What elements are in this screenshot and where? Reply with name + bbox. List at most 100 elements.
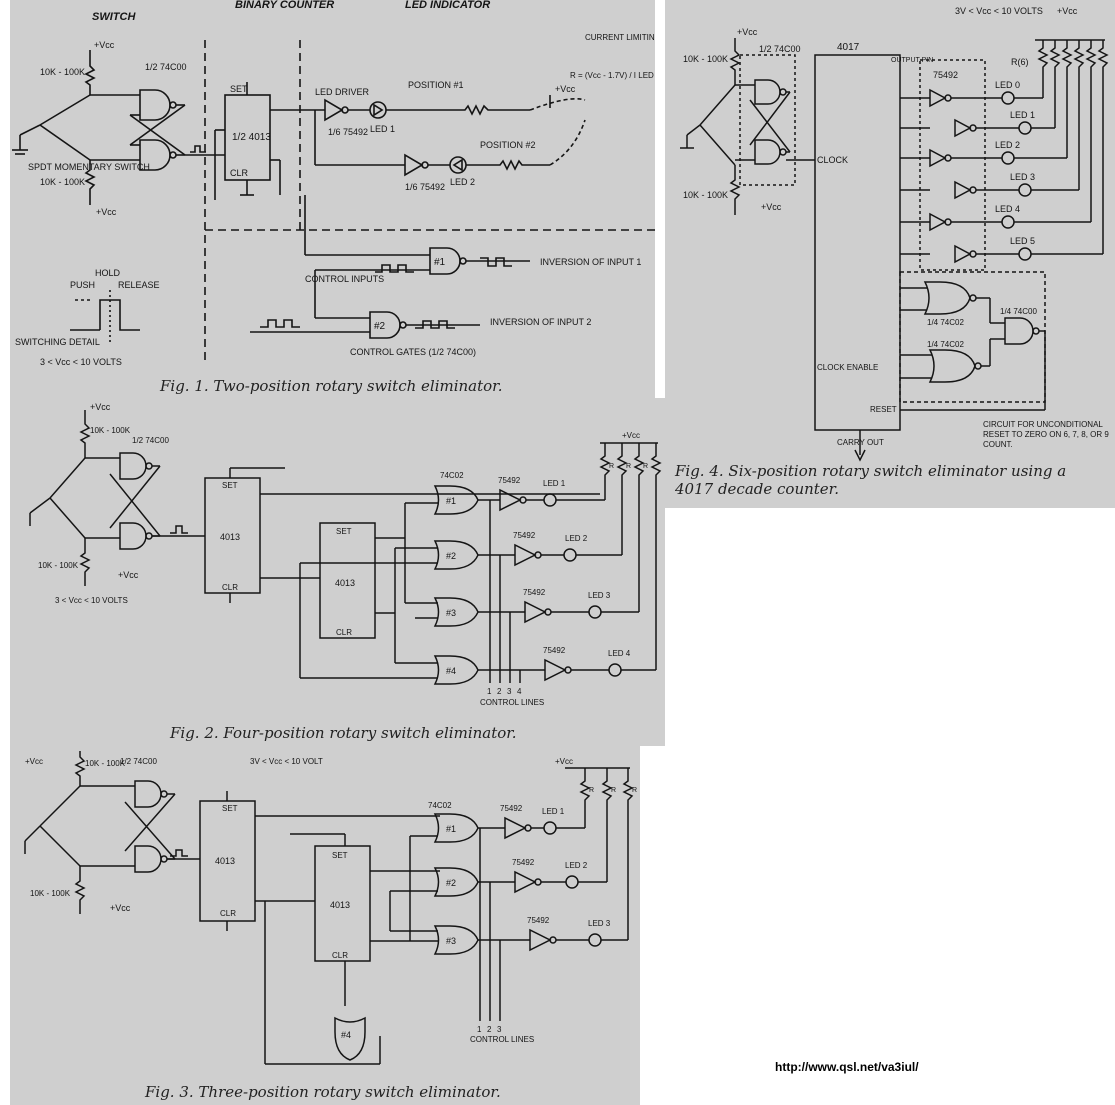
fig2-nor: 74C02	[440, 471, 464, 480]
fig2-vcc-bottom: +Vcc	[118, 570, 139, 580]
fig1-inversion2: INVERSION OF INPUT 2	[490, 317, 591, 327]
fig2-driver-4: 75492	[543, 646, 566, 655]
fig4-nor-1: 1/4 74C02	[927, 318, 964, 327]
fig4-vcc: +Vcc	[1057, 6, 1078, 16]
fig4-carry-out: CARRY OUT	[837, 438, 884, 447]
fig1-led1: LED 1	[370, 124, 395, 134]
fig1-release: RELEASE	[118, 280, 160, 290]
fig3-nor: 74C02	[428, 801, 452, 810]
fig3-line2: 2	[487, 1025, 492, 1034]
fig1-schematic: SWITCH BINARY COUNTER LED INDICATOR +Vcc…	[12, 0, 655, 367]
fig3-gate4: #4	[341, 1030, 351, 1040]
fig1-formula: R = (Vcc - 1.7V) / I LED (IN mA)	[570, 71, 655, 80]
fig3-caption: Fig. 3. Three-position rotary switch eli…	[145, 1083, 501, 1101]
fig4-nand: 1/4 74C00	[1000, 307, 1037, 316]
fig2-led3: LED 3	[588, 591, 611, 600]
fig3-gate2: #2	[446, 878, 456, 888]
fig4-gate-label: 1/2 74C00	[759, 44, 801, 54]
fig3-resistor-bottom: 10K - 100K	[30, 889, 71, 898]
fig4-clock-enable: CLOCK ENABLE	[817, 363, 878, 372]
fig2-driver-3: 75492	[523, 588, 546, 597]
fig2-resistor-bottom: 10K - 100K	[38, 561, 79, 570]
fig1-switching-detail: SWITCHING DETAIL	[15, 337, 100, 347]
fig2-gate1: #1	[446, 496, 456, 506]
fig3-led3: LED 3	[588, 919, 611, 928]
fig2-led2: LED 2	[565, 534, 588, 543]
fig3-set-1: SET	[222, 804, 238, 813]
fig1-header-switch: SWITCH	[92, 11, 136, 23]
fig2-led1: LED 1	[543, 479, 566, 488]
fig2-clr-1: CLR	[222, 583, 238, 592]
fig2-r3: R	[643, 463, 648, 470]
fig4-resistor-top: 10K - 100K	[683, 54, 728, 64]
fig1-position1: POSITION #1	[408, 80, 464, 90]
fig3-driver-3: 75492	[527, 916, 550, 925]
fig2-r1: R	[609, 463, 614, 470]
fig4-vcc-bottom: +Vcc	[761, 202, 782, 212]
fig1-resistor-bottom: 10K - 100K	[40, 177, 85, 187]
fig1-vcc-bottom: +Vcc	[96, 207, 117, 217]
fig4-resistor-bottom: 10K - 100K	[683, 190, 728, 200]
source-url[interactable]: http://www.qsl.net/va3iul/	[775, 1060, 919, 1074]
fig1-inversion1: INVERSION OF INPUT 1	[540, 257, 641, 267]
fig3-control-lines: CONTROL LINES	[470, 1035, 534, 1044]
fig2-control-lines: CONTROL LINES	[480, 698, 544, 707]
fig3-led2: LED 2	[565, 861, 588, 870]
fig3-panel: 3V < Vcc < 10 VOLT +Vcc 10K - 100K 10K -…	[10, 746, 640, 1105]
fig4-led5: LED 5	[1010, 236, 1035, 246]
fig2-driver-1: 75492	[498, 476, 521, 485]
fig1-vcc-range: 3 < Vcc < 10 VOLTS	[40, 357, 122, 367]
fig4-vcc-top: +Vcc	[737, 27, 758, 37]
fig2-line4: 4	[517, 687, 522, 696]
fig4-led4: LED 4	[995, 204, 1020, 214]
fig3-vcc-right: +Vcc	[555, 757, 573, 766]
fig4-schematic: 3V < Vcc < 10 VOLTS +Vcc +Vcc 10K - 100K…	[680, 6, 1109, 462]
fig3-line1: 1	[477, 1025, 482, 1034]
fig2-counter-1: 4013	[220, 532, 240, 542]
fig3-clr-1: CLR	[220, 909, 236, 918]
fig3-r2: R	[611, 787, 616, 794]
fig2-gate-label: 1/2 74C00	[132, 436, 169, 445]
fig4-led1: LED 1	[1010, 110, 1035, 120]
fig1-driver-2: 1/6 75492	[405, 182, 445, 192]
fig3-resistor-top: 10K - 100K	[85, 759, 126, 768]
fig1-position2: POSITION #2	[480, 140, 536, 150]
fig3-gate-label: 1/2 74C00	[120, 757, 157, 766]
fig2-led4: LED 4	[608, 649, 631, 658]
fig1-led-driver: LED DRIVER	[315, 87, 370, 97]
fig3-schematic: 3V < Vcc < 10 VOLT +Vcc 10K - 100K 10K -…	[24, 751, 637, 1065]
fig1-counter: 1/2 4013	[232, 132, 271, 143]
fig4-driver: 75492	[933, 70, 958, 80]
fig3-gate3: #3	[446, 936, 456, 946]
fig3-driver-2: 75492	[512, 858, 535, 867]
fig1-caption: Fig. 1. Two-position rotary switch elimi…	[160, 377, 503, 395]
fig1-gate-label: 1/2 74C00	[145, 62, 187, 72]
fig4-reset: RESET	[870, 405, 897, 414]
fig1-push: PUSH	[70, 280, 95, 290]
fig2-set-1: SET	[222, 481, 238, 490]
fig2-resistor-top: 10K - 100K	[90, 426, 131, 435]
fig4-led0: LED 0	[995, 80, 1020, 90]
fig3-vcc-bottom: +Vcc	[110, 903, 131, 913]
fig4-nor-2: 1/4 74C02	[927, 340, 964, 349]
fig2-gate2: #2	[446, 551, 456, 561]
fig1-control-gates: CONTROL GATES (1/2 74C00)	[350, 347, 476, 357]
fig4-panel: 3V < Vcc < 10 VOLTS +Vcc +Vcc 10K - 100K…	[665, 0, 1115, 508]
fig1-header-counter: BINARY COUNTER	[235, 0, 334, 11]
fig3-r1: R	[589, 787, 594, 794]
fig3-line3: 3	[497, 1025, 502, 1034]
fig4-caption: Fig. 4. Six-position rotary switch elimi…	[675, 462, 1067, 498]
fig4-reset-note: CIRCUIT FOR UNCONDITIONAL RESET TO ZERO …	[983, 420, 1109, 449]
fig2-vcc-right: +Vcc	[622, 431, 640, 440]
fig1-panel: SWITCH BINARY COUNTER LED INDICATOR +Vcc…	[10, 0, 655, 405]
fig3-driver-1: 75492	[500, 804, 523, 813]
fig1-set: SET	[230, 84, 248, 94]
fig3-gate1: #1	[446, 824, 456, 834]
fig2-gate4: #4	[446, 666, 456, 676]
fig1-switch-label: SPDT MOMENTARY SWITCH	[28, 162, 150, 172]
fig1-vcc-right: +Vcc	[555, 84, 576, 94]
fig4-vcc-range: 3V < Vcc < 10 VOLTS	[955, 6, 1043, 16]
fig2-line2: 2	[497, 687, 502, 696]
fig2-line1: 1	[487, 687, 492, 696]
fig3-r3: R	[632, 787, 637, 794]
